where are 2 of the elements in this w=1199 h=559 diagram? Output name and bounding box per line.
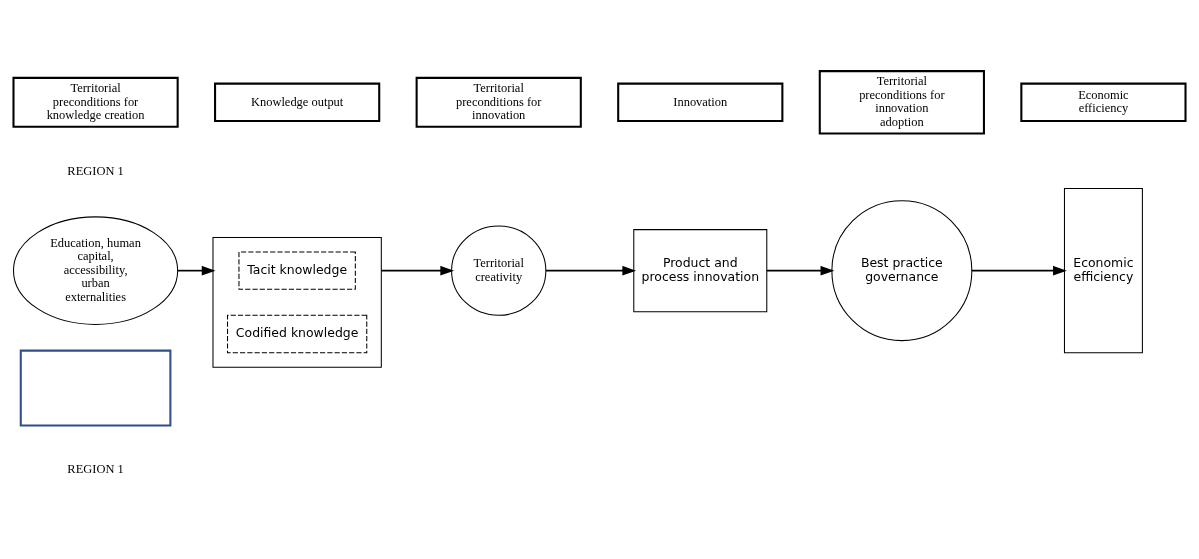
label: REGION 1 (67, 461, 124, 476)
label: REGION 1 (67, 163, 124, 178)
